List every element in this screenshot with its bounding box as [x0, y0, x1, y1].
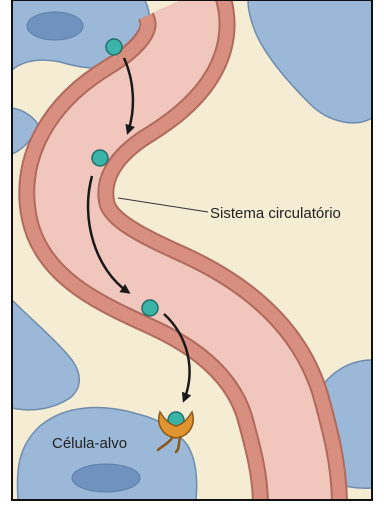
target-cell-nucleus [72, 464, 140, 492]
hormone-molecule-origin [106, 39, 122, 55]
circulatory-system-label: Sistema circulatório [210, 205, 341, 222]
top-left-nucleus [27, 12, 83, 40]
hormone-molecule-circulating [142, 300, 158, 316]
hormone-molecule-entering [92, 150, 108, 166]
target-cell-label: Célula-alvo [52, 435, 127, 452]
